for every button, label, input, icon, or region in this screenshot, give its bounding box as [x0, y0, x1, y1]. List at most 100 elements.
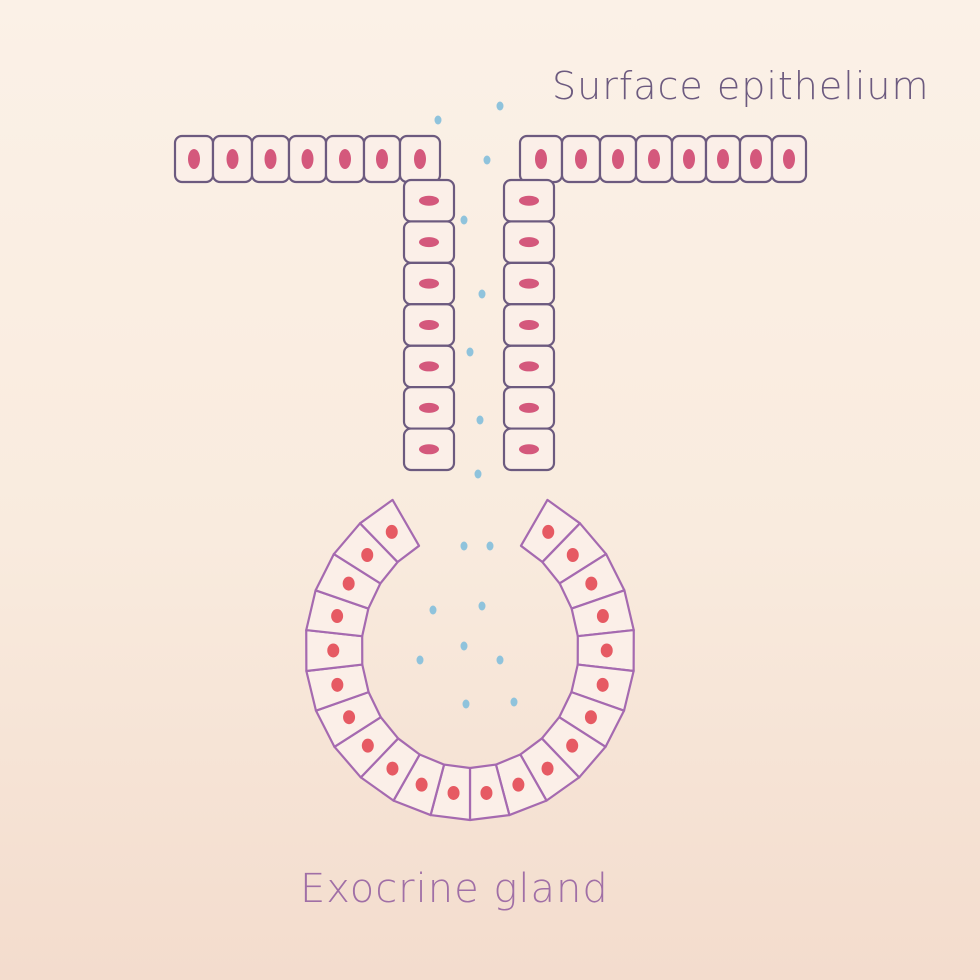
nucleus — [584, 710, 597, 725]
secretory-cell — [314, 552, 382, 610]
secretion-droplet — [474, 469, 482, 479]
columnar-epithelial-cell — [250, 134, 291, 184]
secretion-droplet — [416, 655, 424, 665]
secretion-droplet — [476, 415, 484, 425]
nucleus — [519, 195, 539, 206]
columnar-epithelial-cell — [324, 134, 366, 184]
epithelial-cell — [502, 427, 556, 472]
nucleus — [535, 149, 547, 169]
columnar-epithelial-cell — [598, 134, 638, 184]
epithelial-cell — [502, 220, 556, 264]
secretion-droplet — [478, 289, 486, 299]
nucleus — [226, 149, 239, 169]
nucleus — [327, 643, 340, 658]
secretion-droplet — [486, 541, 494, 551]
secretion-droplet — [510, 697, 518, 707]
columnar-epithelial-cell — [738, 134, 774, 184]
nucleus — [414, 149, 426, 169]
nucleus — [419, 361, 439, 372]
secretion-droplet — [460, 641, 468, 651]
epithelial-cell — [402, 220, 456, 264]
nucleus — [566, 548, 579, 563]
nucleus — [331, 677, 344, 692]
epithelial-cell — [502, 178, 556, 223]
columnar-epithelial-cell — [398, 134, 442, 184]
secretion-droplets — [416, 101, 518, 709]
nucleus — [339, 149, 351, 169]
epithelial-cell — [402, 178, 456, 223]
epithelial-cell — [402, 386, 456, 430]
surface-epithelium-label: Surface epithelium — [552, 64, 930, 108]
nucleus — [600, 643, 613, 658]
secretion-droplet — [483, 155, 491, 165]
nucleus — [542, 524, 555, 539]
columnar-epithelial-cell — [518, 134, 564, 184]
nucleus — [386, 761, 399, 776]
secretion-droplet — [460, 541, 468, 551]
nucleus — [419, 195, 439, 206]
nucleus — [519, 444, 539, 455]
nucleus — [612, 149, 624, 169]
nucleus — [361, 548, 374, 563]
epithelial-cell — [502, 386, 556, 430]
nucleus — [519, 237, 539, 248]
columnar-epithelial-cell — [670, 134, 708, 184]
secretion-droplet — [462, 699, 470, 709]
nucleus — [596, 677, 609, 692]
columnar-epithelial-cell — [211, 134, 254, 184]
nucleus — [342, 576, 355, 591]
nucleus — [419, 402, 439, 413]
surface-epithelium-left — [173, 134, 442, 184]
gland-duct — [402, 178, 556, 472]
nucleus — [419, 320, 439, 330]
nucleus — [419, 237, 439, 248]
secretory-acinus — [305, 498, 635, 822]
secretion-droplet — [496, 101, 504, 111]
surface-epithelium-right — [518, 134, 808, 184]
columnar-epithelial-cell — [704, 134, 742, 184]
nucleus — [585, 576, 598, 591]
nucleus — [419, 278, 439, 289]
nucleus — [783, 149, 795, 169]
epithelial-cell — [402, 344, 456, 389]
secretion-droplet — [429, 605, 437, 615]
nucleus — [264, 149, 277, 169]
nucleus — [385, 524, 398, 539]
nucleus — [519, 361, 539, 372]
secretion-droplet — [434, 115, 442, 125]
secretion-droplet — [466, 347, 474, 357]
epithelial-cell — [502, 261, 556, 306]
secretion-droplet — [496, 655, 504, 665]
nucleus — [519, 402, 539, 413]
columnar-epithelial-cell — [173, 134, 215, 184]
nucleus — [301, 149, 314, 169]
nucleus — [415, 777, 428, 792]
exocrine-gland-label: Exocrine gland — [300, 866, 609, 912]
secretory-cell — [305, 663, 370, 712]
nucleus — [566, 738, 579, 753]
nucleus — [596, 609, 609, 624]
secretion-droplet — [478, 601, 486, 611]
nucleus — [419, 444, 439, 455]
nucleus — [343, 710, 356, 725]
nucleus — [648, 149, 660, 169]
epithelial-cell — [402, 427, 456, 472]
nucleus — [519, 320, 539, 330]
columnar-epithelial-cell — [287, 134, 328, 184]
columnar-epithelial-cell — [634, 134, 674, 184]
nucleus — [480, 785, 493, 800]
secretory-cell — [358, 498, 421, 564]
secretion-droplet — [460, 215, 468, 225]
nucleus — [541, 761, 554, 776]
columnar-epithelial-cell — [362, 134, 402, 184]
epithelial-cell — [402, 303, 456, 347]
nucleus — [331, 609, 344, 624]
epithelial-cell — [502, 303, 556, 347]
epithelial-cell — [402, 261, 456, 306]
nucleus — [447, 785, 460, 800]
nucleus — [750, 149, 762, 169]
nucleus — [717, 149, 729, 169]
epithelial-cell — [502, 344, 556, 389]
columnar-epithelial-cell — [770, 134, 808, 184]
